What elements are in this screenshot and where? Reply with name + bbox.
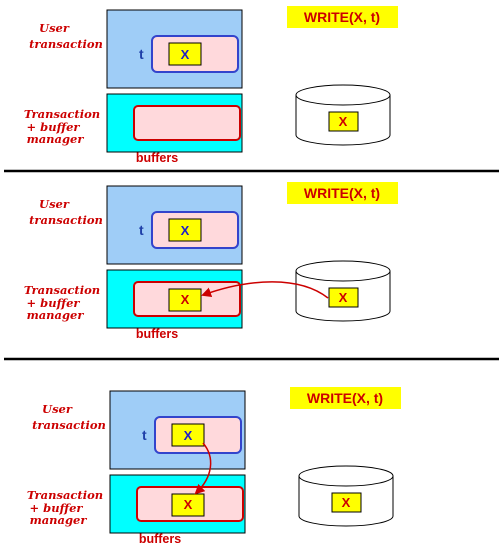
user-label-line1: User <box>42 402 73 416</box>
user-label-line1: User <box>39 21 70 35</box>
user-label-line2: transaction <box>29 37 103 51</box>
tm-label-line1: Transaction <box>24 107 100 121</box>
read-arrow <box>201 281 329 299</box>
disk-value: X <box>339 290 348 305</box>
buffers-label: buffers <box>136 151 178 165</box>
write-label-bg <box>290 387 401 409</box>
write-label: WRITE(X, t) <box>304 9 380 25</box>
buffer-value-cell <box>171 493 205 517</box>
t-value-cell <box>168 218 202 242</box>
disk-value-cell <box>328 287 359 308</box>
disk-value: X <box>342 495 351 510</box>
buffers-label: buffers <box>139 532 181 544</box>
tm-label-line2: + buffer <box>27 296 81 310</box>
write-label: WRITE(X, t) <box>307 390 383 406</box>
disk-value: X <box>339 114 348 129</box>
t-value: X <box>184 428 193 443</box>
tm-label-line3: manager <box>27 132 85 146</box>
write-label-bg <box>287 6 398 28</box>
t-value: X <box>181 47 190 62</box>
disk-top <box>295 84 391 106</box>
user-label-line2: transaction <box>32 418 106 432</box>
tm-label-line3: manager <box>27 308 85 322</box>
disk-value-cell <box>328 111 359 132</box>
write-label: WRITE(X, t) <box>304 185 380 201</box>
buffer-value-cell <box>168 288 202 312</box>
buffer-slot <box>133 105 241 141</box>
tm-label-line2: + buffer <box>27 120 81 134</box>
t-label: t <box>139 222 144 238</box>
buffers-label: buffers <box>136 327 178 341</box>
user-label-line2: transaction <box>29 213 103 227</box>
t-label: t <box>139 46 144 62</box>
t-label: t <box>142 427 147 443</box>
disk-top <box>298 465 394 487</box>
write-label-bg <box>287 182 398 204</box>
buffer-value: X <box>181 292 190 307</box>
disk-value-cell <box>331 492 362 513</box>
user-label-line1: User <box>39 197 70 211</box>
write-arrow <box>194 442 212 495</box>
tm-label-line2: + buffer <box>30 501 84 515</box>
tm-label-line3: manager <box>30 513 88 527</box>
tm-label-line1: Transaction <box>24 283 100 297</box>
t-value: X <box>181 223 190 238</box>
t-value-cell <box>168 42 202 66</box>
disk-top <box>295 260 391 282</box>
buffer-value: X <box>184 497 193 512</box>
t-value-cell <box>171 423 205 447</box>
tm-label-line1: Transaction <box>27 488 103 502</box>
